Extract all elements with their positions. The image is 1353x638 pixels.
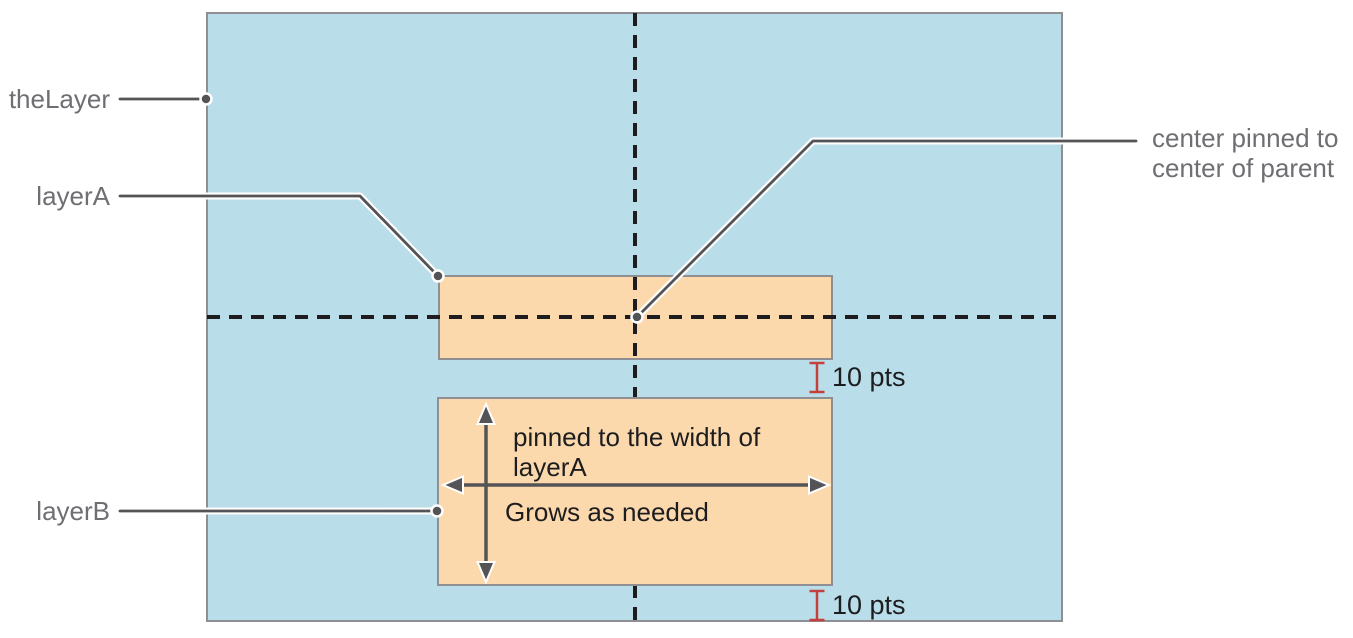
thelayer-label: theLayer: [8, 84, 110, 114]
layer-b-rect: [437, 397, 833, 586]
layer-b-width-note-line1: pinned to the width of: [513, 422, 761, 452]
center-pinned-label: center pinned to center of parent: [1152, 123, 1338, 183]
top-gap-measurement-label: 10 pts: [832, 362, 906, 392]
layer-b-width-note-line2: layerA: [513, 452, 587, 482]
bottom-gap-measurement-label: 10 pts: [832, 590, 906, 620]
center-pinned-label-line2: center of parent: [1152, 153, 1335, 183]
layer-b-width-note: pinned to the width of layerA: [513, 422, 760, 482]
center-pinned-label-line1: center pinned to: [1152, 123, 1339, 153]
leader-line-thelayer: [116, 92, 213, 106]
horizontal-center-dashed-line: [207, 315, 1061, 319]
layer-b-label: layerB: [36, 496, 110, 526]
layer-a-label: layerA: [36, 181, 110, 211]
layer-b-grow-note: Grows as needed: [505, 497, 709, 527]
